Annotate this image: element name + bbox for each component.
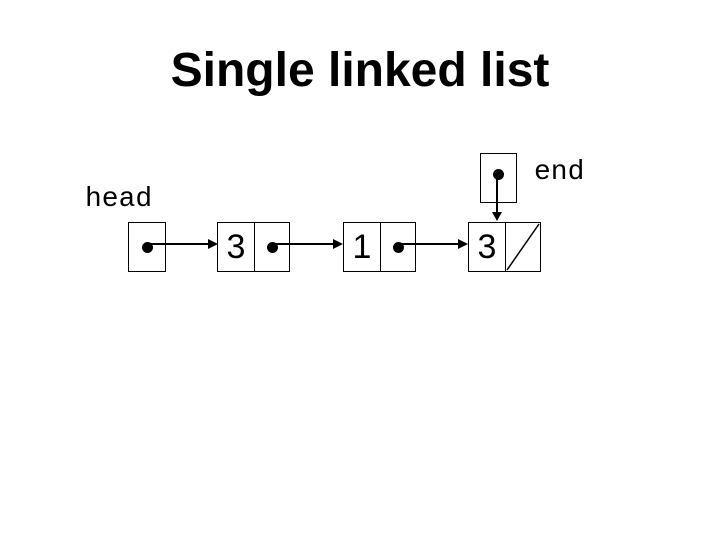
- head-pointer-box: [128, 222, 166, 272]
- arrow-down-icon: [492, 212, 502, 221]
- list-node-2: 1: [343, 222, 416, 272]
- node-pointer-cell: [381, 223, 415, 271]
- arrow-node1-to-node2-line: [272, 243, 333, 245]
- node-pointer-cell: [506, 223, 540, 271]
- arrow-end-to-node3-line: [496, 177, 498, 213]
- end-pointer-box: [480, 153, 517, 203]
- null-slash-icon: [506, 223, 540, 271]
- list-node-3: 3: [468, 222, 541, 272]
- node-value: 3: [469, 223, 506, 271]
- node-value: 1: [344, 223, 381, 271]
- node-value: 3: [218, 223, 255, 271]
- end-pointer-label: end: [534, 157, 585, 188]
- slide-title: Single linked list: [170, 44, 550, 97]
- next-pointer-dot-icon: [266, 241, 278, 253]
- head-pointer-dot-icon: [141, 241, 153, 253]
- arrow-node2-to-node3-line: [398, 243, 458, 245]
- arrow-right-icon: [333, 239, 343, 249]
- arrow-right-icon: [208, 239, 218, 249]
- next-pointer-dot-icon: [392, 241, 404, 253]
- head-pointer-label: head: [85, 184, 153, 215]
- arrow-head-to-node1-line: [148, 243, 208, 245]
- arrow-right-icon: [458, 239, 468, 249]
- node-pointer-cell: [255, 223, 289, 271]
- end-pointer-dot-icon: [493, 169, 504, 180]
- list-node-1: 3: [217, 222, 290, 272]
